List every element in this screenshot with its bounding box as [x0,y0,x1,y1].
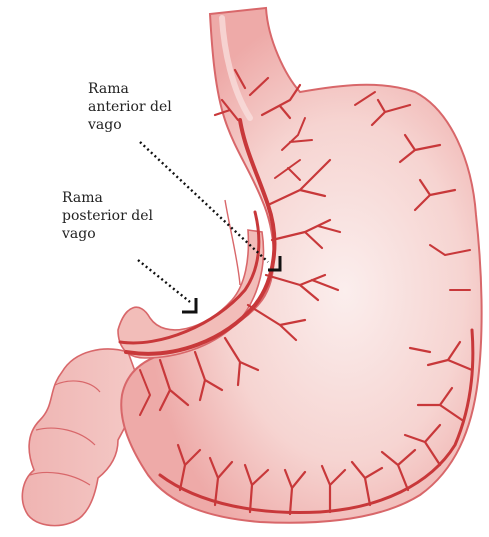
duodenum [22,349,140,526]
label-anterior-line3: vago [88,116,172,134]
label-posterior-line1: Rama [62,189,153,207]
label-posterior-line2: posterior del [62,207,153,225]
label-posterior-line3: vago [62,225,153,243]
label-anterior-vagus: Rama anterior del vago [88,80,172,134]
posterior-leader-line [138,260,190,302]
label-anterior-line2: anterior del [88,98,172,116]
label-posterior-vagus: Rama posterior del vago [62,189,153,243]
label-anterior-line1: Rama [88,80,172,98]
posterior-arrow-head [182,298,196,312]
